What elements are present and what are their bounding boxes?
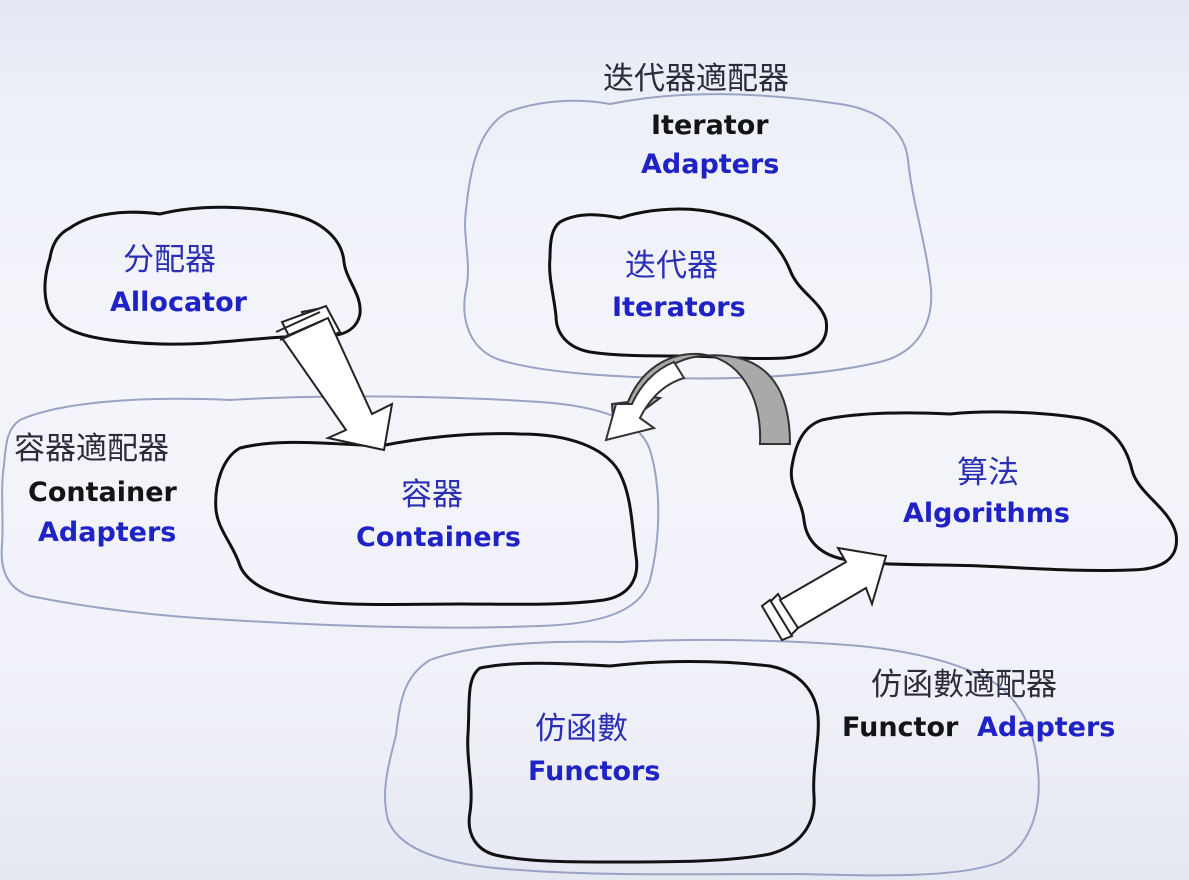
functors-cloud-outline	[466, 660, 820, 864]
functor-adapters-en-label-line2: Adapters	[977, 712, 1116, 743]
allocator-zh-label: 分配器	[123, 242, 216, 278]
containers-en-label: Containers	[356, 522, 521, 553]
allocator-to-containers-arrow	[275, 304, 394, 452]
container-adapters-en-label-line1: Container	[28, 477, 177, 508]
functor-adapters-en-label-line1: Functor	[842, 712, 959, 743]
iterator-adapters-zh-label: 迭代器適配器	[603, 61, 789, 97]
iterators-cloud-outline	[548, 207, 829, 361]
container-adapters-en-label-line2: Adapters	[38, 517, 177, 548]
functors-to-algorithms-arrow	[760, 546, 888, 642]
iterators-en-label: Iterators	[612, 292, 746, 323]
functor-adapters-zh-label: 仿函數適配器	[871, 667, 1057, 703]
functor-adapters-cloud-outline	[384, 638, 1040, 877]
iterator-adapters-en-label-line2: Adapters	[641, 149, 780, 180]
iterators-to-containers-curved-arrow	[604, 352, 792, 445]
functors-en-label: Functors	[528, 756, 661, 787]
containers-zh-label: 容器	[401, 477, 463, 513]
iterators-zh-label: 迭代器	[625, 248, 718, 284]
allocator-en-label: Allocator	[110, 287, 247, 318]
algorithms-zh-label: 算法	[957, 455, 1019, 491]
functors-zh-label: 仿函數	[535, 711, 628, 747]
algorithms-cloud-outline	[789, 410, 1178, 573]
iterator-adapters-cloud-outline	[463, 93, 933, 380]
containers-cloud-outline	[214, 432, 639, 606]
iterator-adapters-en-label-line1: Iterator	[651, 110, 769, 141]
algorithms-en-label: Algorithms	[903, 498, 1070, 529]
container-adapters-zh-label: 容器適配器	[14, 431, 169, 467]
